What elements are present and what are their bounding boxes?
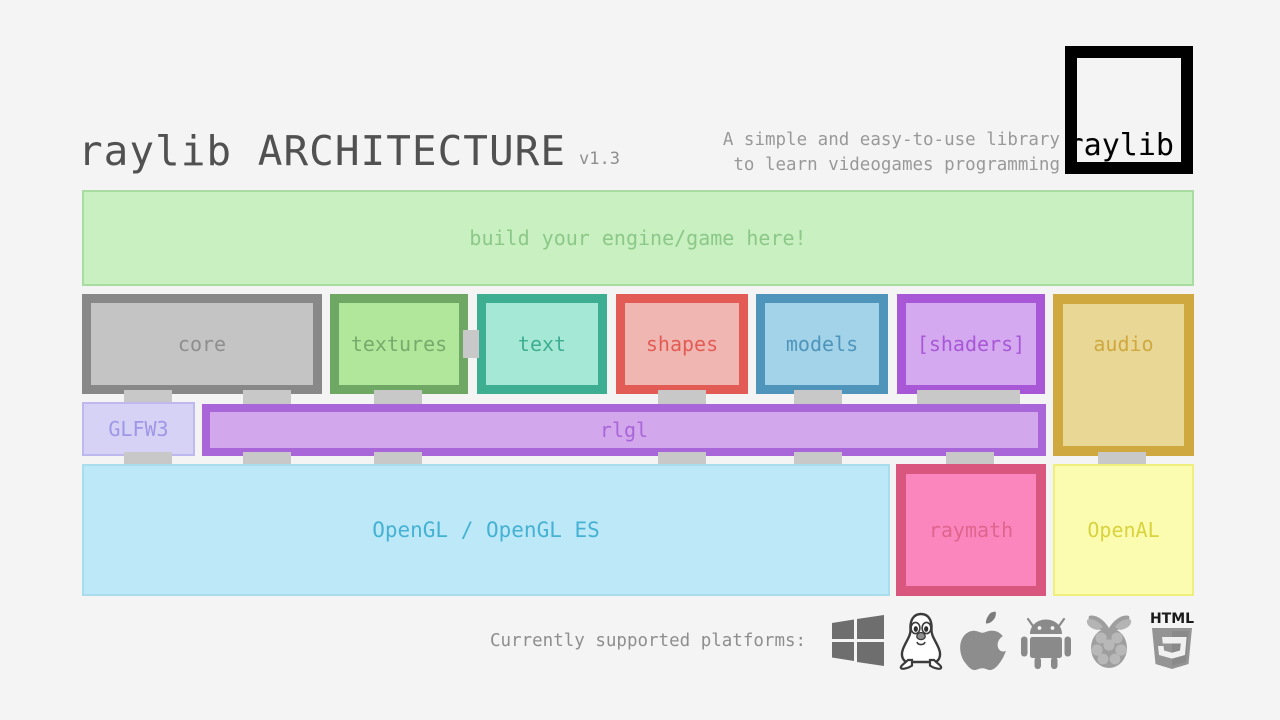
android-icon <box>1018 611 1075 671</box>
module-audio[interactable]: audio <box>1053 294 1194 456</box>
connector-audio-openal <box>1098 452 1146 466</box>
raylib-logo: raylib <box>1065 46 1193 174</box>
module-models[interactable]: models <box>756 294 888 394</box>
layer-rlgl-label: rlgl <box>599 418 649 442</box>
backend-openal[interactable]: OpenAL <box>1053 464 1194 596</box>
connector-models-rlgl <box>794 390 842 404</box>
layer-rlgl[interactable]: rlgl <box>202 404 1046 456</box>
connector-rlgl-opengl-a <box>243 452 291 466</box>
title-block: raylib ARCHITECTURE v1.3 <box>78 131 620 172</box>
module-shapes[interactable]: shapes <box>616 294 748 394</box>
user-layer-box: build your engine/game here! <box>82 190 1194 286</box>
module-textures[interactable]: textures <box>330 294 468 394</box>
connector-rlgl-opengl-d <box>794 452 842 466</box>
windows-icon <box>830 611 887 671</box>
svg-text:HTML: HTML <box>1150 611 1194 627</box>
module-shapes-label: shapes <box>645 332 719 356</box>
page-title: raylib ARCHITECTURE <box>78 127 566 175</box>
connector-shaders-rlgl <box>917 390 1020 404</box>
raspberry-pi-icon <box>1081 611 1138 671</box>
html5-icon: HTML <box>1143 611 1200 671</box>
connector-rlgl-raymath <box>946 452 994 466</box>
layer-glfw3[interactable]: GLFW3 <box>82 402 195 456</box>
module-core[interactable]: core <box>82 294 322 394</box>
apple-icon <box>955 611 1012 671</box>
tagline-line-2: to learn videogames programming <box>733 155 1060 175</box>
supported-platforms-label: Currently supported platforms: <box>489 631 807 651</box>
version-label: v1.3 <box>579 149 620 169</box>
module-shaders[interactable]: [shaders] <box>897 294 1045 394</box>
connector-core-glfw3 <box>124 390 172 404</box>
linux-tux-icon <box>893 611 950 671</box>
connector-textures-text <box>463 330 479 358</box>
layer-glfw3-label: GLFW3 <box>108 417 169 441</box>
connector-rlgl-opengl-b <box>374 452 422 466</box>
connector-rlgl-opengl-c <box>658 452 706 466</box>
backend-raymath[interactable]: raymath <box>896 464 1046 596</box>
raylib-logo-text: raylib <box>1065 128 1174 163</box>
backend-opengl[interactable]: OpenGL / OpenGL ES <box>82 464 890 596</box>
module-shaders-label: [shaders] <box>916 332 1026 356</box>
connector-textures-rlgl <box>374 390 422 404</box>
tagline-line-1: A simple and easy-to-use library <box>722 130 1060 150</box>
backend-raymath-label: raymath <box>928 518 1014 542</box>
module-models-label: models <box>785 332 859 356</box>
connector-glfw3-opengl <box>124 452 172 466</box>
supported-platforms-row: Currently supported platforms: <box>490 604 1200 678</box>
module-textures-label: textures <box>350 332 448 356</box>
module-text[interactable]: text <box>477 294 607 394</box>
tagline: A simple and easy-to-use library to lear… <box>718 128 1060 178</box>
backend-openal-label: OpenAL <box>1087 518 1160 542</box>
backend-opengl-label: OpenGL / OpenGL ES <box>372 517 600 542</box>
module-core-label: core <box>177 332 227 356</box>
module-text-label: text <box>517 332 567 356</box>
connector-shapes-rlgl <box>658 390 706 404</box>
module-audio-label: audio <box>1093 332 1154 356</box>
user-layer-label: build your engine/game here! <box>469 226 807 250</box>
connector-core-rlgl <box>243 390 291 404</box>
